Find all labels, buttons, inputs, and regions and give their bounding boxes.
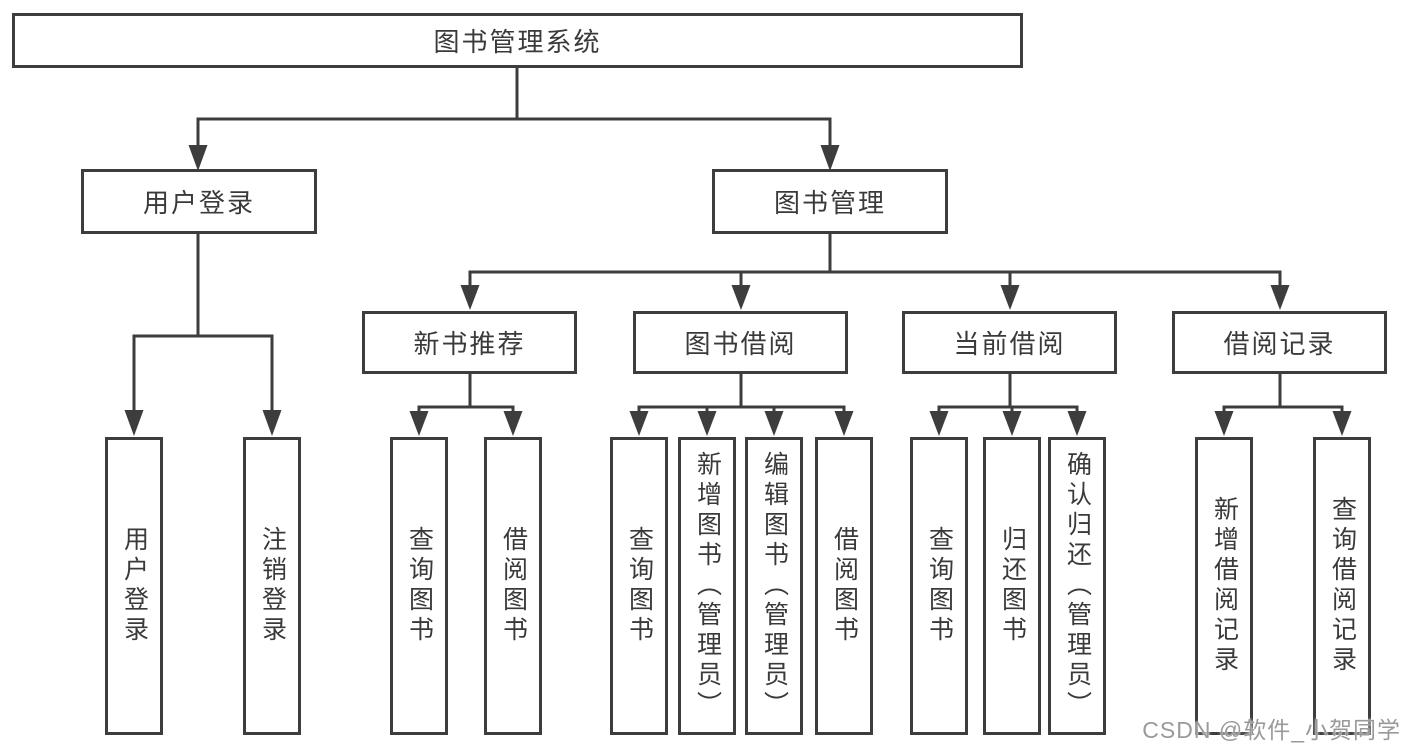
node-label: 借阅图书 [499,526,528,646]
arrow-down-icon [834,411,854,436]
node-label: 查询图书 [405,526,434,646]
arrow-down-icon [460,285,480,310]
arrow-down-icon [124,410,144,436]
node-borrowing-records: 借阅记录 [1172,311,1387,374]
node-label: 图书管理系统 [433,27,602,57]
arrow-down-icon [409,411,429,436]
leaf-logout: 注销登录 [243,437,301,735]
leaf-query-borrow-record: 查询借阅记录 [1313,437,1371,735]
arrow-down-icon [697,411,717,436]
node-label: 新书推荐 [413,329,526,359]
node-user-login: 用户登录 [81,169,317,234]
arrow-down-icon [1270,285,1290,310]
node-label: 新增图书（管理员） [693,451,722,721]
node-label: 查询图书 [925,526,954,646]
node-label: 编辑图书（管理员） [760,451,789,721]
leaf-edit-books-admin: 编辑图书（管理员） [745,437,803,735]
node-label: 注销登录 [258,526,287,646]
node-label: 借阅图书 [830,526,859,646]
arrow-down-icon [503,411,523,436]
node-label: 图书借阅 [684,329,797,359]
leaf-query-books-current: 查询图书 [910,437,968,735]
node-label: 借阅记录 [1223,329,1336,359]
leaf-user-login: 用户登录 [105,437,163,735]
arrow-down-icon [1000,285,1020,310]
node-label: 确认归还（管理员） [1063,451,1092,721]
node-current-borrowing: 当前借阅 [902,311,1117,374]
node-label: 用户登录 [120,526,149,646]
leaf-query-books-recommend: 查询图书 [390,437,448,735]
node-label: 查询图书 [625,526,654,646]
node-label: 归还图书 [998,526,1027,646]
node-book-borrowing: 图书借阅 [633,311,848,374]
arrow-down-icon [262,410,282,436]
node-label: 新增借阅记录 [1210,496,1239,676]
leaf-query-books-borrowing: 查询图书 [610,437,668,735]
leaf-borrow-books-recommend: 借阅图书 [484,437,542,735]
node-label: 查询借阅记录 [1328,496,1357,676]
leaf-confirm-return-admin: 确认归还（管理员） [1048,437,1106,735]
arrow-down-icon [820,145,840,171]
arrow-down-icon [1332,411,1352,436]
leaf-add-books-admin: 新增图书（管理员） [678,437,736,735]
arrow-down-icon [1214,411,1234,436]
arrow-down-icon [629,411,649,436]
leaf-borrow-books-borrowing: 借阅图书 [815,437,873,735]
arrow-down-icon [929,411,949,436]
leaf-add-borrow-record: 新增借阅记录 [1195,437,1253,735]
node-library-management-system: 图书管理系统 [12,13,1023,68]
csdn-watermark: CSDN @软件_小贺同学 [1142,717,1401,743]
arrow-down-icon [1067,411,1087,436]
leaf-return-books: 归还图书 [983,437,1041,735]
node-label: 当前借阅 [953,329,1066,359]
node-label: 用户登录 [142,188,255,218]
node-book-management: 图书管理 [712,169,948,234]
arrow-down-icon [731,285,751,310]
node-label: 图书管理 [773,188,886,218]
node-new-book-recommendation: 新书推荐 [362,311,577,374]
arrow-down-icon [764,411,784,436]
arrow-down-icon [188,145,208,171]
arrow-down-icon [1002,411,1022,436]
